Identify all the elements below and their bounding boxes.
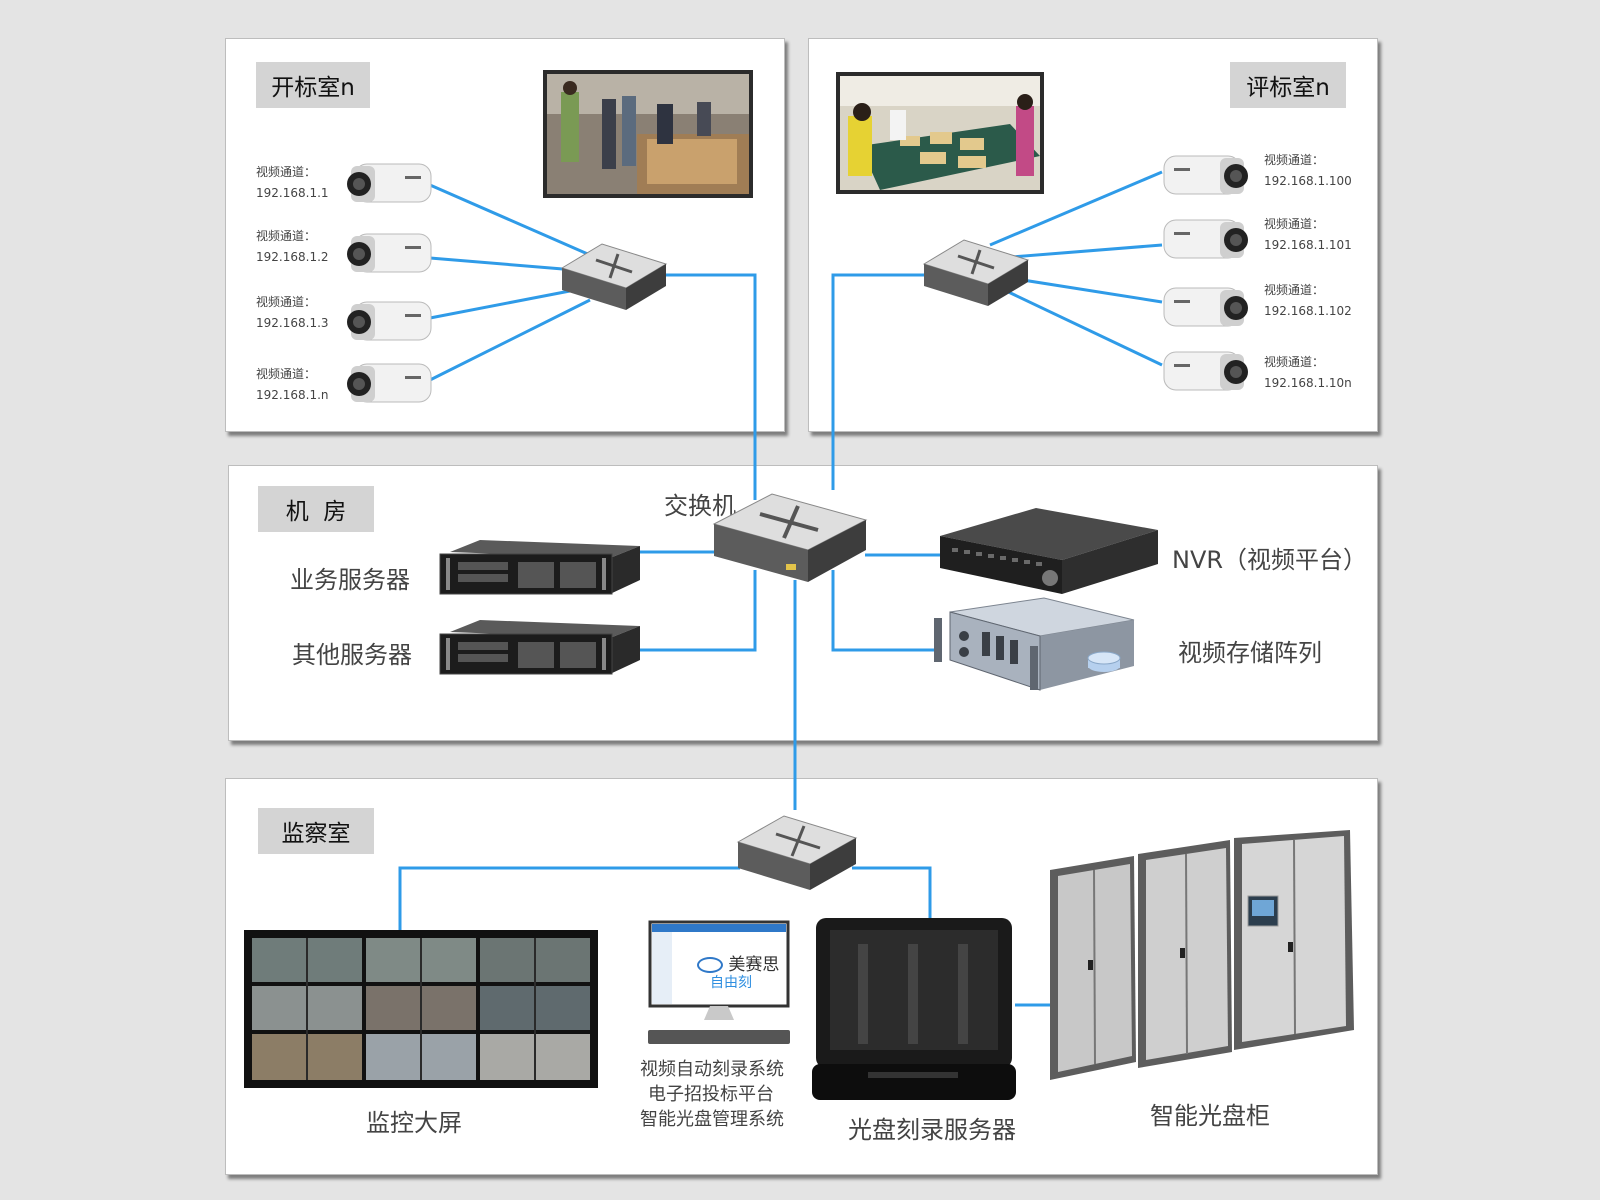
brand-logo-icon — [697, 957, 723, 973]
camera-label-100: 视频通道：192.168.1.100 — [1264, 153, 1352, 188]
switch-icon — [922, 239, 1030, 306]
camera-icon — [1163, 351, 1248, 391]
machine-room-title: 机 房 — [258, 486, 374, 532]
camera-label-101: 视频通道：192.168.1.101 — [1264, 217, 1352, 252]
disc-cabinet-icon — [1050, 830, 1354, 1080]
camera-label-10n: 视频通道：192.168.1.10n — [1264, 355, 1352, 390]
video-wall-icon — [244, 930, 598, 1088]
other-server-icon — [439, 620, 640, 675]
software-line-1: 视频自动刻录系统 — [640, 1059, 784, 1080]
core-switch-icon — [712, 493, 868, 582]
business-server-icon — [439, 540, 640, 595]
opening-room-title: 开标室n — [256, 62, 370, 108]
other-server-label: 其他服务器 — [292, 641, 412, 669]
camera-label-2: 视频通道：192.168.1.2 — [256, 229, 329, 264]
camera-icon — [347, 301, 432, 341]
disc-burner-label: 光盘刻录服务器 — [848, 1116, 1016, 1144]
business-server-label: 业务服务器 — [290, 566, 410, 594]
camera-icon — [1163, 219, 1248, 259]
camera-icon — [1163, 155, 1248, 195]
software-logo-sub: 自由刻 — [710, 975, 752, 991]
core-switch-label: 交换机 — [664, 492, 736, 520]
nvr-icon — [940, 508, 1158, 594]
software-line-2: 电子招投标平台 — [648, 1084, 774, 1105]
camera-label-102: 视频通道：192.168.1.102 — [1264, 283, 1352, 318]
monitor-room-title: 监察室 — [258, 808, 374, 854]
monitor-switch-icon — [736, 815, 858, 890]
video-wall-label: 监控大屏 — [366, 1109, 462, 1137]
camera-label-4: 视频通道：192.168.1.n — [256, 367, 329, 402]
disc-cabinet-label: 智能光盘柜 — [1150, 1102, 1270, 1130]
switch-icon — [560, 243, 668, 310]
opening-room-photo — [543, 70, 753, 198]
storage-label: 视频存储阵列 — [1178, 639, 1322, 667]
camera-label-1: 视频通道：192.168.1.1 — [256, 165, 329, 200]
software-line-3: 智能光盘管理系统 — [640, 1109, 784, 1130]
storage-array-icon — [934, 597, 1135, 691]
evaluation-room-photo — [836, 72, 1044, 194]
nvr-label: NVR（视频平台） — [1172, 546, 1368, 574]
camera-icon — [347, 363, 432, 403]
software-logo: 美赛思 — [697, 950, 779, 975]
camera-icon — [347, 163, 432, 203]
camera-label-3: 视频通道：192.168.1.3 — [256, 295, 329, 330]
camera-icon — [1163, 287, 1248, 327]
disc-burner-icon — [812, 918, 1016, 1100]
camera-icon — [347, 233, 432, 273]
evaluation-room-title: 评标室n — [1230, 62, 1346, 108]
